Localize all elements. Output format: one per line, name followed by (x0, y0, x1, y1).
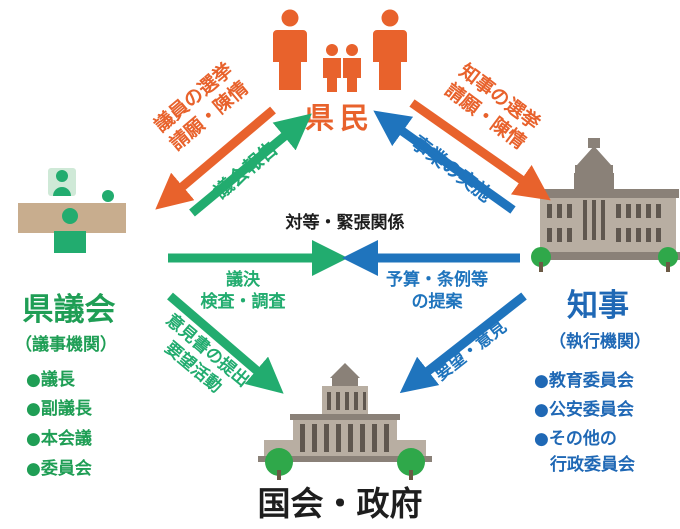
arrow-governor-to-citizens (373, 110, 516, 214)
assembly-item: ●委員会 (26, 458, 92, 479)
assembly-title: 県議会 (23, 292, 116, 328)
governor-item: ●その他の (534, 428, 617, 449)
governor-subtitle: （執行機関） (549, 331, 651, 352)
label-budget-proposal-2: の提案 (412, 291, 464, 312)
governor-title: 知事 (567, 288, 629, 324)
label-election-petition-governor: 知事の選挙 請願・陳情 (441, 59, 546, 154)
arrow-citizens-to-assembly (155, 106, 276, 210)
national-government-label: 国会・政府 (258, 484, 423, 523)
citizens-label: 県民 (305, 101, 375, 135)
arrow-citizens-to-governor (409, 99, 551, 201)
label-assembly-report: 議会報告 (209, 137, 282, 203)
family-icon (273, 9, 407, 92)
arrow-assembly-to-citizens (189, 113, 312, 217)
assembly-item: ●本会議 (26, 428, 92, 449)
assembly-item: ●議長 (26, 369, 76, 390)
assembly-icon (18, 168, 126, 253)
arrow-governor-to-national (399, 292, 527, 394)
label-request-opinion: 要望・意見 (431, 316, 511, 385)
label-inspection: 検査・調査 (201, 291, 287, 312)
governor-item: ●教育委員会 (534, 370, 634, 391)
governor-item: 行政委員会 (549, 454, 635, 475)
prefectural-office-icon (531, 138, 680, 272)
arrow-assembly-to-national (167, 292, 284, 394)
assembly-subtitle: （議事機関） (15, 334, 117, 355)
label-budget-proposal: 予算・条例等 (386, 269, 488, 290)
label-project-implementation: 事業の実施 (407, 131, 497, 207)
assembly-item: ●副議長 (26, 398, 93, 419)
label-equal-tension: 対等・緊張関係 (285, 212, 405, 233)
national-diet-icon (258, 363, 432, 480)
governor-item: ●公安委員会 (534, 399, 634, 420)
label-resolution: 議決 (226, 269, 261, 290)
